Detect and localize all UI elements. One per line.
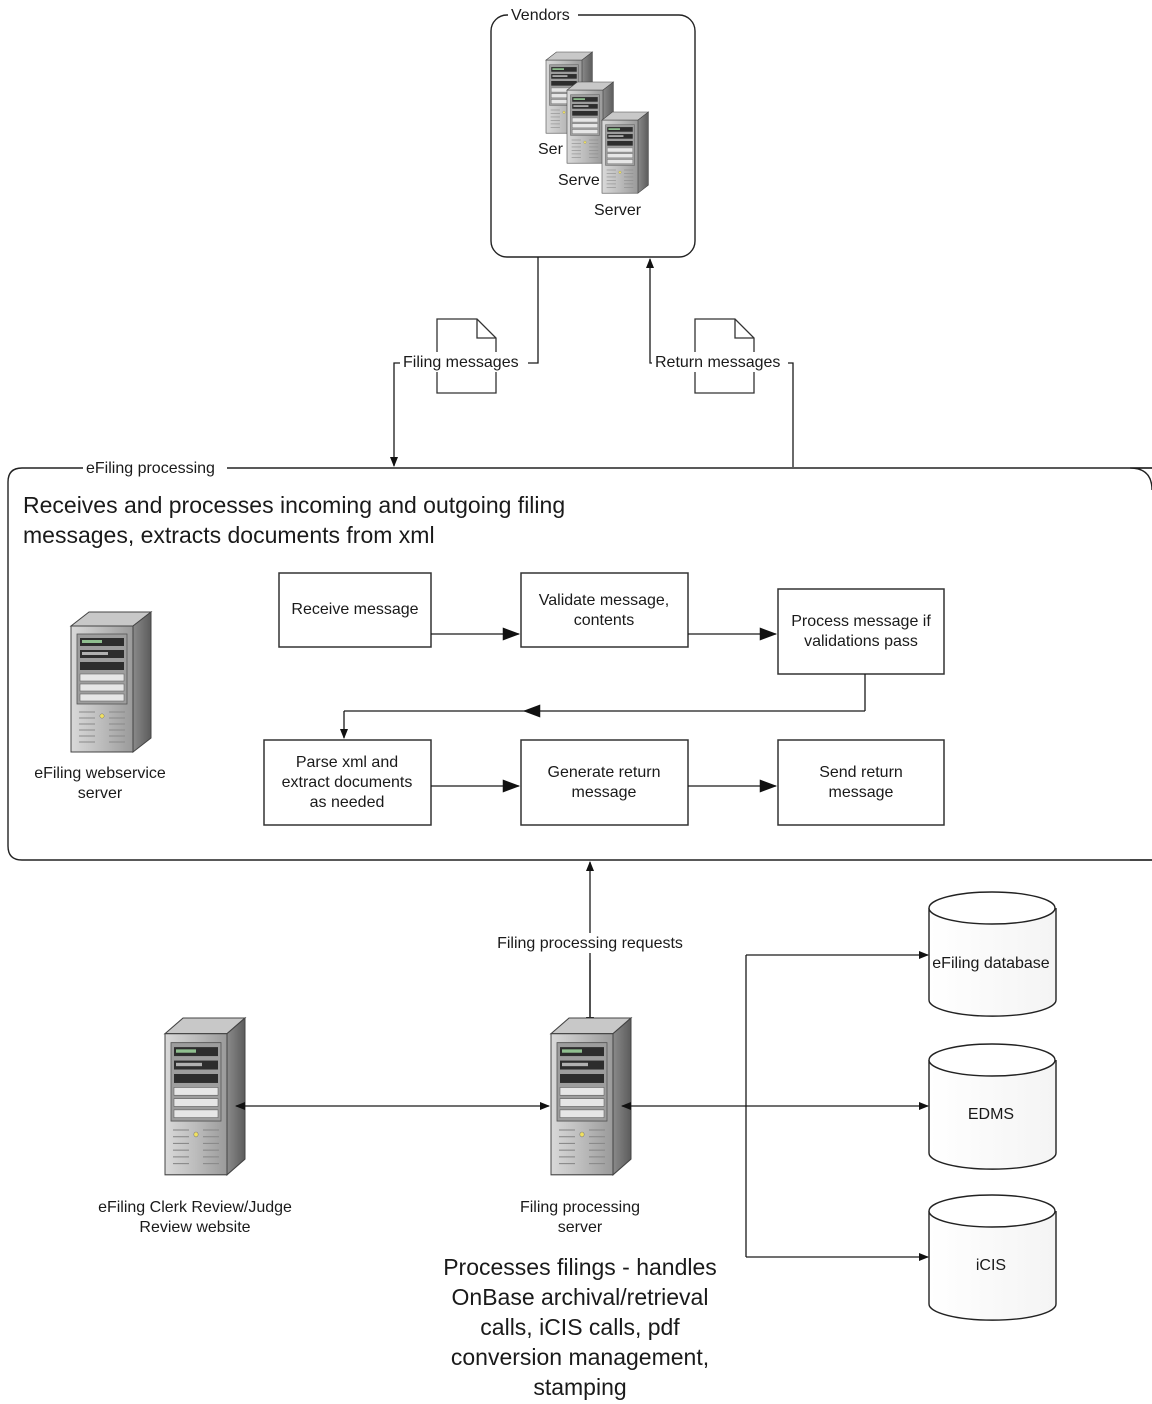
filing-processing-requests-label: Filing processing requests <box>497 935 683 952</box>
step-parse-text-3: as needed <box>310 794 385 811</box>
step-send-return: Send return message <box>777 739 945 826</box>
step-parse-text-1: Parse xml and <box>296 754 398 771</box>
database-connectors <box>621 951 929 1261</box>
efiling-description-line-2: messages, extracts documents from xml <box>23 522 435 548</box>
filing-server-label-line-2: server <box>558 1219 603 1236</box>
step-receive-message: Receive message <box>278 572 432 648</box>
clerk-review-label-line-1: eFiling Clerk Review/Judge <box>98 1199 292 1216</box>
filing-messages-label: Filing messages <box>403 354 519 371</box>
filing-server-desc-line-4: conversion management, <box>451 1344 709 1370</box>
icis-database-label: iCIS <box>976 1257 1006 1274</box>
filing-messages-connector: Filing messages <box>390 257 539 467</box>
step-process-text-2: validations pass <box>804 633 918 650</box>
step-send-text-2: message <box>829 784 894 801</box>
filing-server-desc-line-1: Processes filings - handles <box>443 1254 717 1280</box>
filing-server-label-line-1: Filing processing <box>520 1199 640 1216</box>
efiling-database-label: eFiling database <box>932 955 1050 972</box>
edms-database-label: EDMS <box>968 1106 1014 1123</box>
efiling-description-line-1: Receives and processes incoming and outg… <box>23 492 565 518</box>
return-messages-connector: Return messages <box>646 258 794 467</box>
clerk-review-label-line-2: Review website <box>139 1219 250 1236</box>
vendors-container <box>490 14 696 258</box>
vendor-server-3-icon <box>601 111 649 194</box>
step-validate-message: Validate message, contents <box>520 572 689 648</box>
step-generate-return: Generate return message <box>520 739 689 826</box>
vendors-group: Vendors Ser Serve Server <box>490 5 696 258</box>
filing-server-desc-line-5: stamping <box>533 1374 626 1400</box>
step-validate-text-1: Validate message, <box>539 592 669 609</box>
clerk-review-server-icon <box>164 1017 246 1176</box>
filing-server-desc-line-2: OnBase archival/retrieval <box>452 1284 709 1310</box>
filing-processing-server-icon <box>550 1017 632 1176</box>
step-send-text-1: Send return <box>819 764 903 781</box>
filing-server-desc-line-3: calls, iCIS calls, pdf <box>480 1314 680 1340</box>
vendor-server-3-label: Server <box>594 202 642 219</box>
vendor-server-1-label: Ser <box>538 141 564 158</box>
efiling-processing-title: eFiling processing <box>86 460 215 477</box>
step-process-message: Process message if validations pass <box>777 588 945 675</box>
filing-requests-connector: Filing processing requests <box>488 861 692 1028</box>
step-receive-text-1: Receive message <box>291 601 418 618</box>
edms-database-icon: EDMS <box>928 1043 1057 1170</box>
filing-processing-server: Filing processing server Processes filin… <box>443 1017 717 1400</box>
efiling-database-icon: eFiling database <box>928 891 1057 1017</box>
step-generate-text-2: message <box>572 784 637 801</box>
vendor-server-2-label: Serve <box>558 172 600 189</box>
efiling-webservice-server-icon <box>70 611 152 753</box>
step-generate-text-1: Generate return <box>548 764 661 781</box>
step-parse-text-2: extract documents <box>282 774 413 791</box>
efiling-processing-group: eFiling processing Receives and processe… <box>7 458 1152 861</box>
icis-database-icon: iCIS <box>928 1194 1057 1321</box>
return-messages-label: Return messages <box>655 354 780 371</box>
step-validate-text-2: contents <box>574 612 634 629</box>
step-parse-xml: Parse xml and extract documents as neede… <box>263 739 432 826</box>
efiling-webservice-server-label-line-2: server <box>78 785 123 802</box>
efiling-webservice-server-label-line-1: eFiling webservice <box>34 765 166 782</box>
vendors-title: Vendors <box>511 7 570 24</box>
step-process-text-1: Process message if <box>791 613 931 630</box>
clerk-review-server: eFiling Clerk Review/Judge Review websit… <box>98 1017 292 1236</box>
